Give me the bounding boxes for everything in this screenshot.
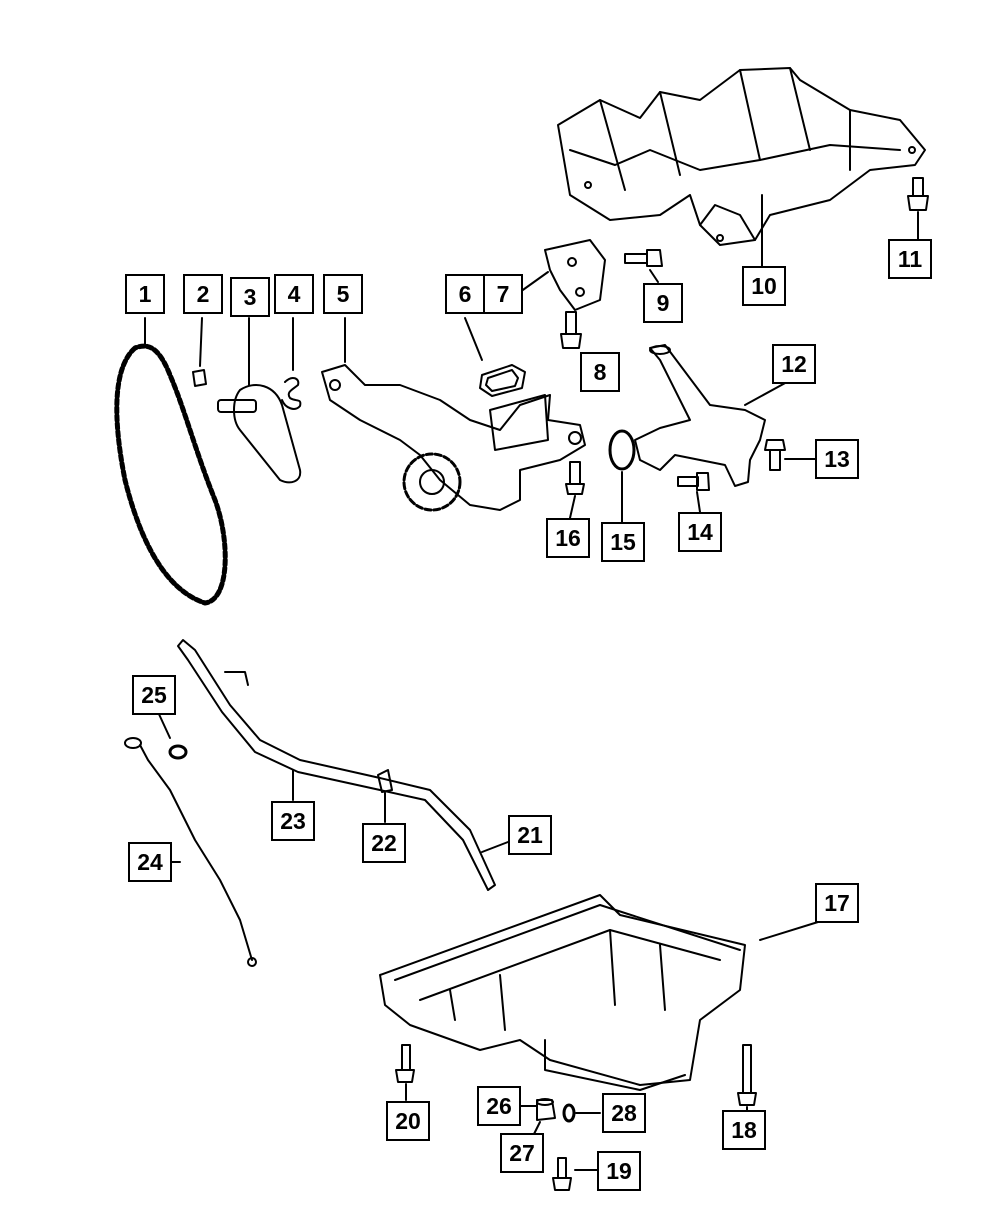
callout-6: 6 <box>445 274 485 314</box>
callout-25: 25 <box>132 675 176 715</box>
bolt-9 <box>624 249 663 267</box>
callout-13: 13 <box>815 439 859 479</box>
timing-chain-part <box>114 343 228 606</box>
leader-line <box>759 921 819 941</box>
pickup-tube-part <box>634 344 766 487</box>
clip-part <box>192 369 207 387</box>
dipstick-tube-part <box>177 639 496 891</box>
bolt-14 <box>677 472 710 491</box>
callout-18: 18 <box>722 1110 766 1150</box>
spring-part <box>281 377 302 410</box>
callout-10: 10 <box>742 266 786 306</box>
leader-line <box>157 711 171 739</box>
tensioner-part <box>217 384 302 484</box>
clip-part-22 <box>377 769 393 793</box>
callout-15: 15 <box>601 522 645 562</box>
callout-21: 21 <box>508 815 552 855</box>
callout-20: 20 <box>386 1101 430 1141</box>
leader-line <box>649 269 659 283</box>
dipstick-part <box>124 737 257 967</box>
callout-22: 22 <box>362 823 406 863</box>
callout-7: 7 <box>483 274 523 314</box>
callout-14: 14 <box>678 512 722 552</box>
bolt-16 <box>565 461 585 495</box>
o-ring-part <box>608 429 636 471</box>
callout-12: 12 <box>772 344 816 384</box>
callout-28: 28 <box>602 1093 646 1133</box>
leader-line <box>199 317 203 367</box>
leader-line <box>464 317 483 361</box>
callout-19: 19 <box>597 1151 641 1191</box>
callout-27: 27 <box>500 1133 544 1173</box>
callout-17: 17 <box>815 883 859 923</box>
bracket-part <box>544 239 606 311</box>
callout-26: 26 <box>477 1086 521 1126</box>
callout-24: 24 <box>128 842 172 882</box>
callout-8: 8 <box>580 352 620 392</box>
leader-line <box>519 271 549 293</box>
bolt-8 <box>560 311 582 349</box>
seal-part <box>168 744 188 760</box>
leader-line <box>481 841 509 853</box>
leader-line <box>744 381 788 406</box>
bolt-11 <box>907 177 929 211</box>
oil-pump-part <box>321 364 586 512</box>
bolt-19 <box>552 1157 572 1191</box>
oil-pan-part <box>379 894 746 1091</box>
callout-4: 4 <box>274 274 314 314</box>
callout-16: 16 <box>546 518 590 558</box>
callout-11: 11 <box>888 239 932 279</box>
bolt-20 <box>395 1044 415 1083</box>
leader-line <box>696 491 701 513</box>
callout-9: 9 <box>643 283 683 323</box>
callout-1: 1 <box>125 274 165 314</box>
callout-5: 5 <box>323 274 363 314</box>
callout-3: 3 <box>230 277 270 317</box>
drain-plug-part <box>536 1098 556 1121</box>
washer-part <box>562 1103 576 1123</box>
gasket-part <box>479 364 526 397</box>
bolt-13 <box>764 439 786 471</box>
callout-2: 2 <box>183 274 223 314</box>
windage-tray-part <box>557 67 926 246</box>
leader-line <box>569 495 576 519</box>
callout-23: 23 <box>271 801 315 841</box>
bolt-18 <box>737 1044 757 1106</box>
